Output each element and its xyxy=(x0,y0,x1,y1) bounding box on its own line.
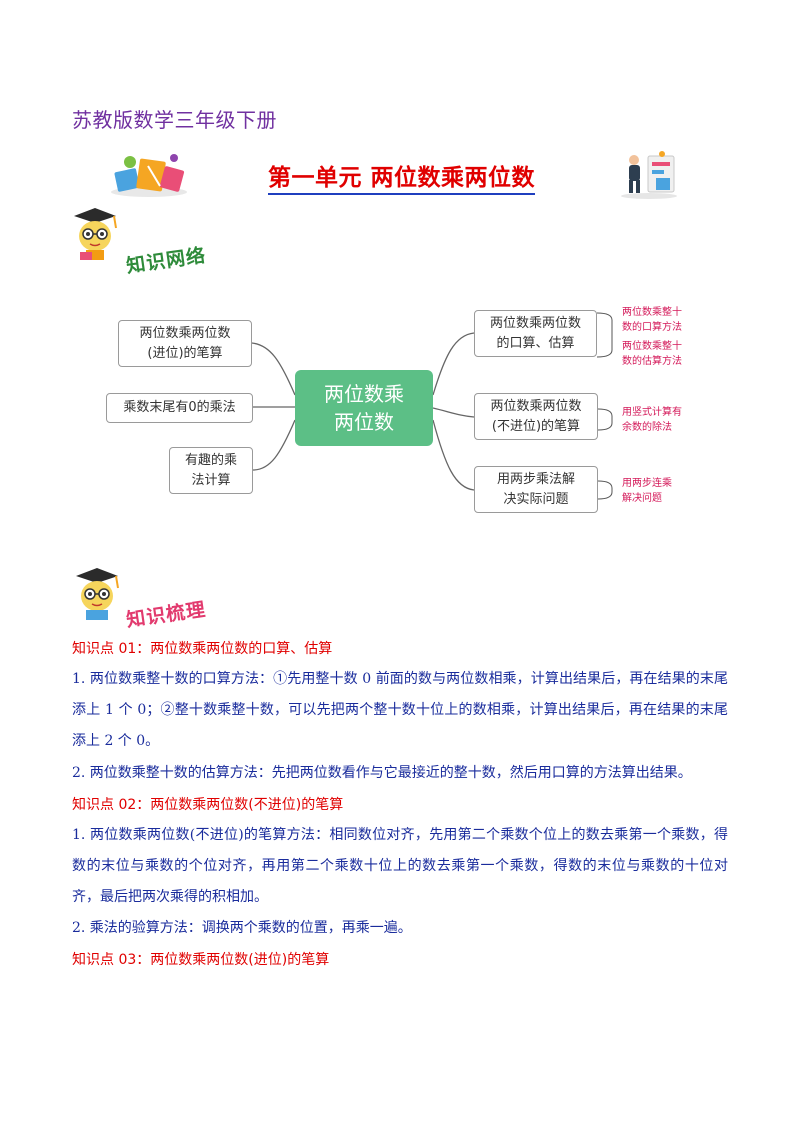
grade-title: 苏教版数学三年级下册 xyxy=(72,108,277,132)
knowledge-summary-label: 知识梳理 xyxy=(125,598,208,632)
owl-scholar-icon-2 xyxy=(76,568,119,620)
map-center-node: 两位数乘 两位数 xyxy=(295,370,433,446)
map-node-right-1: 两位数乘两位数 的口算、估算 xyxy=(474,310,597,357)
map-note-4: 用两步连乘 解决问题 xyxy=(622,478,672,504)
kp2-heading: 知识点 02：两位数乘两位数(不进位)的笔算 xyxy=(72,797,344,813)
kp2-paragraph-1: 1. 两位数乘两位数(不进位)的笔算方法：相同数位对齐，先用第二个乘数个位上的数… xyxy=(72,827,728,905)
kp1-paragraph-2: 2. 两位数乘整十数的估算方法：先把两位数看作与它最接近的整十数，然后用口算的方… xyxy=(72,765,692,781)
map-node-right-3: 用两步乘法解 决实际问题 xyxy=(474,466,598,513)
worker-illustration-icon xyxy=(621,151,677,199)
kp2-paragraph-2: 2. 乘法的验算方法：调换两个乘数的位置，再乘一遍。 xyxy=(72,920,412,936)
map-node-left-2: 乘数末尾有0的乘法 xyxy=(106,393,253,423)
map-node-right-2: 两位数乘两位数 (不进位)的笔算 xyxy=(474,393,598,440)
map-node-left-1: 两位数乘两位数 (进位)的笔算 xyxy=(118,320,252,367)
map-note-2: 两位数乘整十 数的估算方法 xyxy=(622,341,682,367)
map-node-left-3: 有趣的乘 法计算 xyxy=(169,447,253,494)
mind-map-connectors xyxy=(251,312,613,500)
kp3-heading: 知识点 03：两位数乘两位数(进位)的笔算 xyxy=(72,952,330,968)
study-illustration-icon xyxy=(111,154,187,197)
kp1-paragraph-1: 1. 两位数乘整十数的口算方法：①先用整十数 0 前面的数与两位数相乘，计算出结… xyxy=(72,671,728,749)
unit-title: 第一单元 两位数乘两位数 xyxy=(268,158,536,195)
map-note-3: 用竖式计算有 余数的除法 xyxy=(622,407,682,433)
kp1-heading: 知识点 01：两位数乘两位数的口算、估算 xyxy=(72,641,333,657)
owl-scholar-icon xyxy=(74,208,117,260)
map-note-1: 两位数乘整十 数的口算方法 xyxy=(622,307,682,333)
